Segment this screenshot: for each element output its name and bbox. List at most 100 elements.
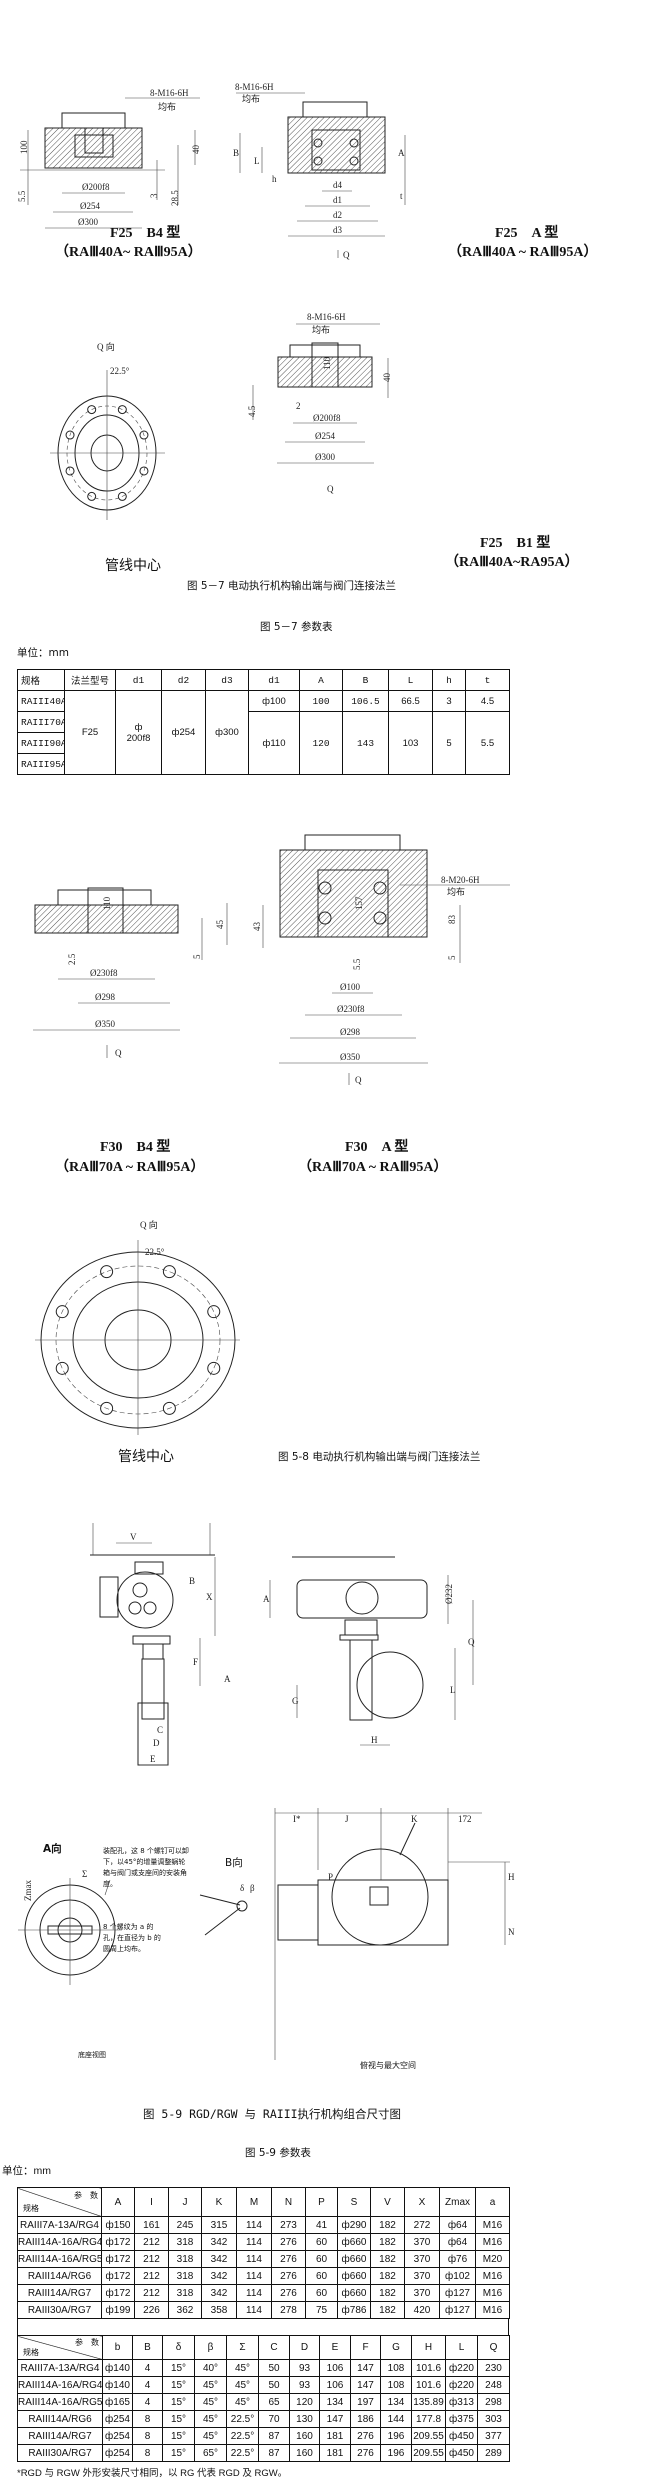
dimension-label: F: [193, 1657, 198, 1667]
b-view: δ β: [199, 1883, 255, 1936]
value-cell: 45°: [194, 2410, 227, 2428]
value-cell: 276: [271, 2250, 306, 2268]
dimension-label: I*: [293, 1814, 301, 1824]
value-cell: ф450: [445, 2427, 478, 2445]
value-cell: 65°: [194, 2444, 227, 2462]
dimension-label: C: [157, 1725, 163, 1735]
value-cell: 182: [370, 2250, 405, 2268]
actuator-top-view: I* J K 172 P H N: [274, 1808, 515, 2060]
value-cell: 318: [168, 2233, 202, 2251]
pipeline-center-label: 管线中心: [118, 1449, 174, 1465]
column-header: L: [445, 2335, 478, 2360]
table-5-7-title: 图 5－7 参数表: [260, 621, 333, 633]
value-cell: 276: [271, 2284, 306, 2302]
value-cell: 358: [201, 2301, 237, 2319]
value-cell: ф172: [101, 2233, 135, 2251]
bolt-hole: [87, 405, 97, 415]
bolt-hole: [139, 430, 149, 440]
bolt-hole: [117, 491, 127, 501]
value-cell: ф254: [102, 2444, 133, 2462]
cell: 4.5: [465, 690, 510, 712]
value-cell: ф172: [101, 2250, 135, 2268]
value-cell: 106: [319, 2376, 351, 2394]
value-cell: 186: [350, 2410, 381, 2428]
dimension-label: 83: [447, 915, 457, 925]
dimension-label: Ø300: [78, 217, 98, 227]
even-label: 均布: [158, 101, 176, 112]
dimension-label: 4.5: [247, 405, 257, 417]
value-cell: 182: [370, 2216, 405, 2234]
header-d2: d2: [161, 669, 206, 691]
value-cell: 15°: [162, 2444, 195, 2462]
cell: 100: [299, 690, 343, 712]
value-cell: 114: [236, 2233, 272, 2251]
column-header: δ: [162, 2335, 195, 2360]
dimension-label: A: [224, 1674, 231, 1684]
model-cell: RAIII95A: [17, 753, 65, 775]
dimension-label: Ø100: [340, 982, 360, 992]
header-B: B: [342, 669, 389, 691]
value-cell: 45°: [226, 2376, 259, 2394]
bolt-hole: [207, 1361, 221, 1375]
value-cell: 22.5°: [226, 2444, 259, 2462]
model-cell: RAIII14A-16A/RG5: [17, 2393, 103, 2411]
cell: 5: [432, 711, 466, 775]
dimension-label: 22.5°: [145, 1247, 165, 1257]
dimension-label: 均布: [312, 324, 330, 335]
dimension-label: X: [206, 1592, 213, 1602]
dimension-label: L: [450, 1685, 456, 1695]
value-cell: ф220: [445, 2376, 478, 2394]
column-header: P: [305, 2187, 338, 2217]
value-cell: M20: [475, 2250, 510, 2268]
dimension-label: Q: [115, 1048, 122, 1058]
value-cell: 93: [289, 2376, 320, 2394]
value-cell: 298: [477, 2393, 510, 2411]
d2-cell: ф254: [161, 690, 206, 775]
value-cell: ф290: [337, 2216, 371, 2234]
bolt-hole: [65, 466, 75, 476]
base-view-label: 底座视图: [78, 2051, 106, 2059]
dimension-label: E: [150, 1754, 156, 1764]
value-cell: 147: [319, 2410, 351, 2428]
model-cell: RAIII14A-16A/RG4: [17, 2233, 102, 2251]
cell: 5.5: [465, 711, 510, 775]
dimension-label: P: [328, 1872, 333, 1882]
fig-5-9-caption: 图 5-9 RGD/RGW 与 RAIII执行机构组合尺寸图: [143, 2107, 402, 2121]
value-cell: 278: [271, 2301, 306, 2319]
value-cell: 70: [258, 2410, 290, 2428]
value-cell: 101.6: [411, 2376, 446, 2394]
value-cell: 226: [134, 2301, 169, 2319]
model-cell: RAIII40A: [17, 690, 65, 712]
table-5-7: 规格 法兰型号 d1 d2 d3 d1 A B L h t RAIII40A F…: [17, 669, 510, 775]
value-cell: 196: [380, 2444, 412, 2462]
f25-a-drawing: 8-M16-6H 均布 B L h A t d4 d1 d2 d3 Q: [233, 82, 406, 260]
value-cell: 177.8: [411, 2410, 446, 2428]
value-cell: ф76: [439, 2250, 476, 2268]
column-header: F: [350, 2335, 381, 2360]
model-cell: RAIII7A-13A/RG4: [17, 2216, 102, 2234]
bolt-hole: [117, 405, 127, 415]
value-cell: ф254: [102, 2410, 133, 2428]
value-cell: 160: [289, 2427, 320, 2445]
f25-a-range: （RAⅢ40A ~ RAⅢ95A）: [448, 245, 598, 260]
model-cell: RAIII30A/RG7: [17, 2444, 103, 2462]
value-cell: 60: [305, 2284, 338, 2302]
table-header-row: 规格 法兰型号 d1 d2 d3 d1 A B L h t: [17, 669, 510, 691]
bolt-hole: [100, 1265, 114, 1279]
value-cell: 197: [350, 2393, 381, 2411]
dimension-label: d1: [333, 195, 342, 205]
value-cell: 377: [477, 2427, 510, 2445]
dimension-label: 40: [191, 145, 201, 155]
fig-5-8-caption: 图 5-8 电动执行机构输出端与阀门连接法兰: [278, 1451, 481, 1463]
value-cell: 120: [289, 2393, 320, 2411]
actuator-front-view: V B X F A C D E: [90, 1523, 231, 1766]
dimension-label: Ø350: [95, 1019, 115, 1029]
value-cell: ф220: [445, 2359, 478, 2377]
table-row: RAIII95A: [17, 753, 510, 775]
value-cell: 318: [168, 2267, 202, 2285]
dimension-label: Ø232: [444, 1584, 454, 1604]
dimension-label: B: [233, 148, 239, 158]
dimension-label: Ø298: [340, 1027, 360, 1037]
